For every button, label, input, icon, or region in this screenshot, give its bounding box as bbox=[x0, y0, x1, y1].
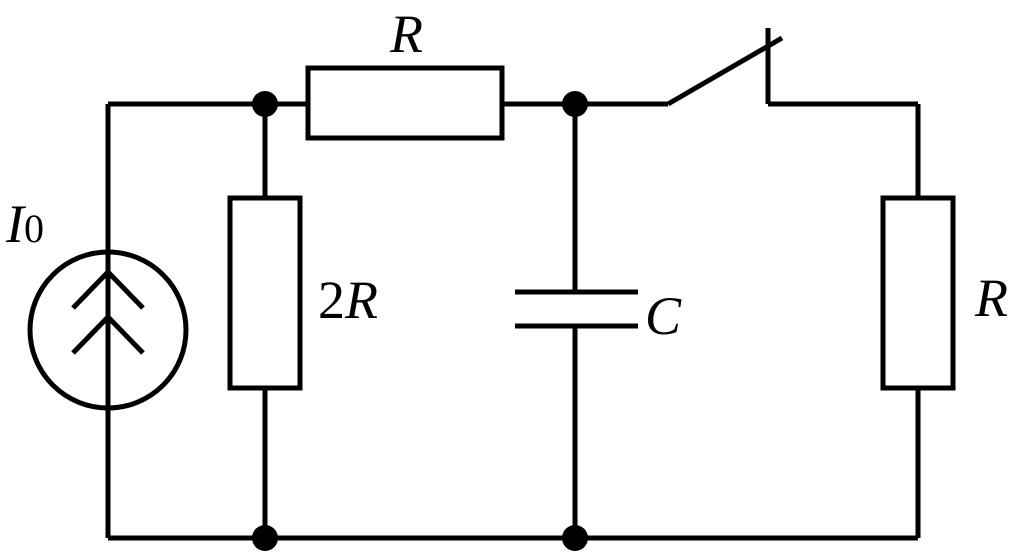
wires bbox=[105, 101, 921, 541]
label-shunt-resistor: 2R bbox=[318, 270, 378, 330]
junction-node bbox=[562, 525, 588, 551]
junction-node bbox=[252, 525, 278, 551]
label-current-source: I0 bbox=[5, 194, 44, 254]
resistor-shunt bbox=[227, 195, 303, 391]
switch-blade bbox=[666, 35, 784, 107]
resistor-load bbox=[880, 195, 956, 391]
junction-nodes bbox=[252, 91, 588, 551]
label-top-resistor: R bbox=[389, 4, 423, 64]
junction-node bbox=[252, 91, 278, 117]
capacitor bbox=[515, 289, 638, 329]
label-load-resistor: R bbox=[974, 268, 1008, 328]
arrow-up-icon bbox=[71, 268, 145, 355]
label-capacitor: C bbox=[645, 286, 682, 346]
switch-open bbox=[666, 28, 784, 107]
current-source bbox=[27, 249, 189, 411]
resistor-top bbox=[305, 65, 505, 141]
junction-node bbox=[562, 91, 588, 117]
